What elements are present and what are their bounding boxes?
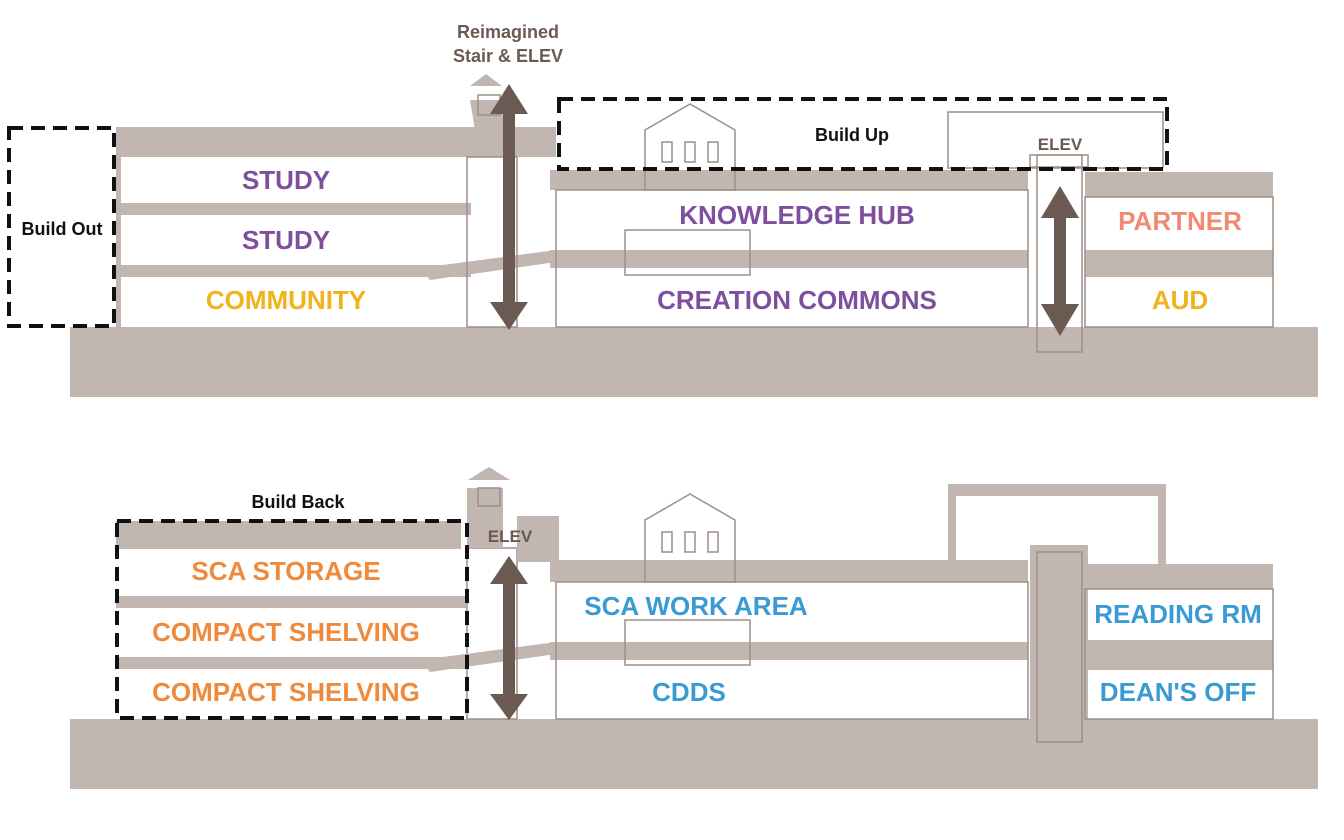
top-elevator-arrow [1041, 186, 1079, 336]
top-mid-roof [550, 170, 1028, 190]
top-mid-floor [550, 250, 1028, 268]
stair-label-line1: Reimagined [457, 22, 559, 42]
room-deans-off: DEAN'S OFF [1100, 677, 1256, 707]
build-out-box [7, 126, 116, 328]
room-aud: AUD [1152, 285, 1208, 315]
room-sca-storage: SCA STORAGE [191, 556, 380, 586]
bottom-left-floor-3 [116, 596, 466, 608]
top-stair-roof [470, 74, 502, 86]
room-compact-shelving-lower: COMPACT SHELVING [152, 677, 420, 707]
bottom-dormer [644, 493, 736, 583]
top-buildup-frame [947, 111, 1164, 169]
room-study-upper: STUDY [242, 165, 330, 195]
bottom-left-roof [116, 521, 461, 549]
bottom-elevator-shaft [1036, 551, 1083, 743]
bottom-stair-arrow [490, 556, 528, 720]
bottom-section: Build Back ELEV SCA STORAGE COMPACT SHEL… [70, 467, 1318, 789]
top-stair-tower [466, 156, 518, 328]
top-mid-frame [555, 189, 1029, 328]
bottom-elev-label: ELEV [488, 527, 533, 546]
top-dormer [644, 103, 736, 191]
room-knowledge-hub: KNOWLEDGE HUB [679, 200, 914, 230]
build-out-label: Build Out [22, 219, 103, 239]
room-reading-rm: READING RM [1094, 599, 1262, 629]
room-creation-commons: CREATION COMMONS [657, 285, 937, 315]
build-up-label: Build Up [815, 125, 889, 145]
top-stair-ramp [420, 250, 556, 280]
room-sca-work-area: SCA WORK AREA [584, 591, 808, 621]
top-right-roof [1085, 172, 1273, 197]
build-back-label: Build Back [251, 492, 345, 512]
room-study-lower: STUDY [242, 225, 330, 255]
room-compact-shelving-upper: COMPACT SHELVING [152, 617, 420, 647]
room-cdds: CDDS [652, 677, 726, 707]
build-up-box [557, 97, 1169, 171]
bottom-right-floor [1085, 640, 1273, 670]
bottom-ground-slab [70, 719, 1318, 789]
top-mid-atrium [624, 229, 751, 276]
top-elev-label: ELEV [1038, 135, 1083, 154]
stair-label-line2: Stair & ELEV [453, 46, 563, 66]
bottom-right-roof [1085, 564, 1273, 589]
top-left-wall [116, 157, 121, 327]
top-stair-arrow [490, 84, 528, 330]
top-right-floor [1085, 250, 1273, 277]
bottom-stair-roof [468, 467, 510, 480]
top-section: Reimagined Stair & ELEV Build Out Build … [7, 22, 1318, 397]
top-left-floor-3 [116, 203, 471, 215]
bottom-mid-roof [550, 560, 1028, 582]
bottom-mid-atrium [624, 619, 751, 666]
top-ground-slab [70, 327, 1318, 397]
build-back-box [115, 519, 469, 720]
room-partner: PARTNER [1118, 206, 1242, 236]
bottom-stair-ramp [420, 642, 556, 672]
bottom-mid-floor [550, 642, 1028, 660]
top-left-floor-2 [116, 265, 471, 277]
bottom-left-floor-2 [116, 657, 466, 669]
bottom-stair-cap [467, 488, 503, 548]
room-community: COMMUNITY [206, 285, 366, 315]
